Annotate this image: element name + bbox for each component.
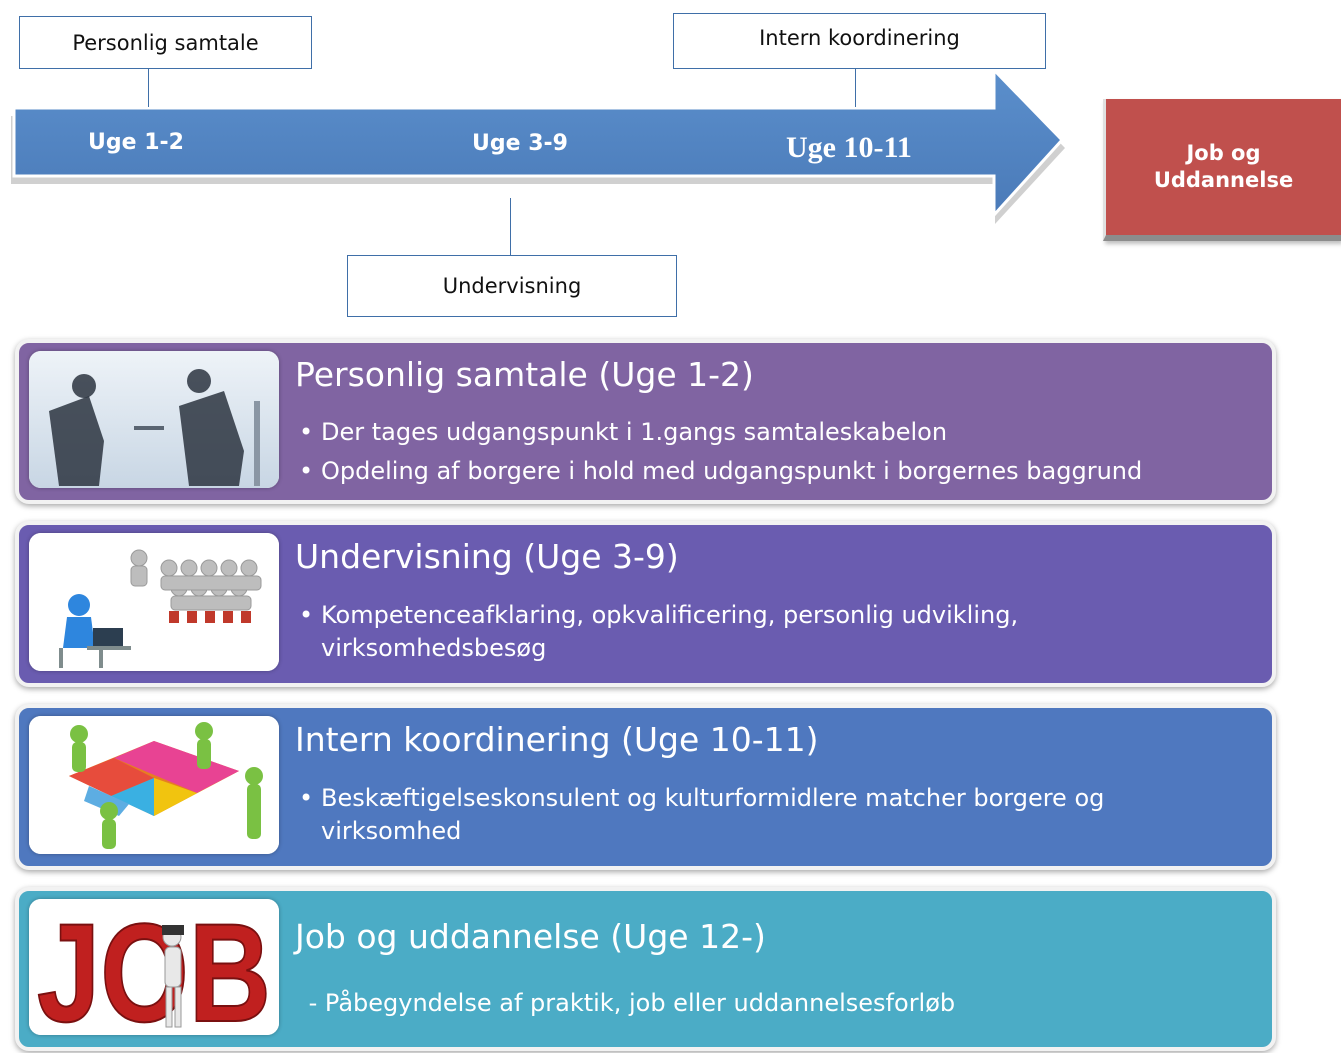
bullet-item: •Der tages udgangspunkt i 1.gangs samtal… <box>299 416 1142 449</box>
bullet-item: •Beskæftigelseskonsulent og kulturformid… <box>299 782 1179 848</box>
milestone-intern-koordinering: Intern koordinering <box>673 13 1046 69</box>
week-label-3: Uge 10-11 <box>786 131 912 164</box>
bullet-item: •Kompetenceafklaring, opkvalificering, p… <box>299 599 1199 665</box>
phase-title: Job og uddannelse (Uge 12-) <box>295 917 766 956</box>
timeline-arrow <box>11 66 1065 224</box>
goal-line-2: Uddannelse <box>1153 168 1294 192</box>
goal-line-1: Job og <box>1186 140 1261 165</box>
bullet-list: •Kompetenceafklaring, opkvalificering, p… <box>299 599 1199 665</box>
puzzle-teamwork-image <box>29 716 279 854</box>
conversation-photo <box>29 351 279 488</box>
phase-title: Personlig samtale (Uge 1-2) <box>295 355 754 394</box>
phase-title: Undervisning (Uge 3-9) <box>295 537 679 576</box>
bullet-text: Opdeling af borgere i hold med udgangspu… <box>321 457 1143 485</box>
phase-title: Intern koordinering (Uge 10-11) <box>295 720 819 759</box>
connector-line <box>855 69 856 107</box>
bullet-list: •Der tages udgangspunkt i 1.gangs samtal… <box>299 416 1142 488</box>
phase-job-og-uddannelse: JOB Job og uddannelse (Uge 12-) - Påbegy… <box>15 887 1276 1051</box>
milestone-undervisning: Undervisning <box>347 255 677 317</box>
job-word: JOB <box>37 899 271 1035</box>
goal-box: Job og Uddannelse <box>1103 99 1341 241</box>
connector-line <box>510 198 511 255</box>
milestone-personlig-samtale: Personlig samtale <box>19 16 312 69</box>
week-label-2: Uge 3-9 <box>472 131 568 156</box>
classroom-figures-image <box>29 533 279 671</box>
phase-undervisning: Undervisning (Uge 3-9) •Kompetenceafklar… <box>15 521 1276 687</box>
phase-personlig-samtale: Personlig samtale (Uge 1-2) •Der tages u… <box>15 339 1276 504</box>
week-label-1: Uge 1-2 <box>88 130 184 155</box>
connector-line <box>148 69 149 107</box>
bullet-text: Der tages udgangspunkt i 1.gangs samtale… <box>321 418 948 446</box>
phase-intern-koordinering: Intern koordinering (Uge 10-11) •Beskæft… <box>15 704 1276 870</box>
bullet-text: Kompetenceafklaring, opkvalificering, pe… <box>321 601 1019 662</box>
job-letters-image: JOB <box>29 899 279 1035</box>
bullet-list: •Beskæftigelseskonsulent og kulturformid… <box>299 782 1179 848</box>
phase-description: - Påbegyndelse af praktik, job eller udd… <box>301 989 956 1017</box>
bullet-text: Beskæftigelseskonsulent og kulturformidl… <box>321 784 1105 845</box>
bullet-item: •Opdeling af borgere i hold med udgangsp… <box>299 455 1142 488</box>
